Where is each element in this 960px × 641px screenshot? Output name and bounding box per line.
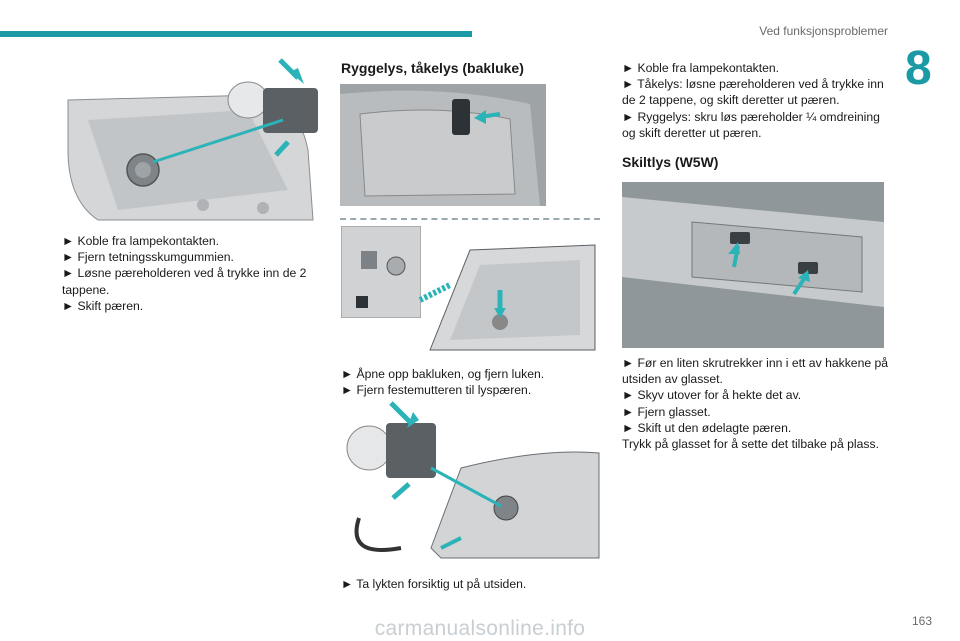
plate-lamp-figure — [622, 182, 884, 348]
step-text: ► Skift ut den ødelagte pæren. — [622, 420, 792, 435]
col1-steps: ► Koble fra lampekontakten. ► Fjern tetn… — [62, 233, 322, 314]
col3-steps-top: ► Koble fra lampekontakten. ► Tåkelys: l… — [622, 60, 892, 141]
rear-lamp-bulb-figure — [58, 50, 320, 225]
chapter-tab — [898, 38, 960, 100]
chapter-number: 8 — [905, 42, 932, 95]
nut-inset-figure — [341, 226, 421, 318]
step-text: ► Ryggelys: skru løs pæreholder ¼ omdrei… — [622, 109, 880, 140]
page-number: 163 — [911, 614, 932, 628]
figure-divider — [340, 218, 600, 220]
step-text: ► Fjern glasset. — [622, 404, 711, 419]
step-text: ► Fjern tetningsskumgummien. — [62, 250, 234, 265]
step-text: ► Tåkelys: løsne pæreholderen ved å tryk… — [622, 77, 884, 108]
lamp-unit-figure — [410, 240, 600, 355]
col3-steps-bottom: ► Før en liten skrutrekker inn i ett av … — [622, 355, 892, 452]
step-text: ► Koble fra lampekontakten. — [62, 234, 220, 248]
step-text: ► Åpne opp bakluken, og fjern luken. — [341, 367, 545, 381]
heading-license-plate-lamp: Skiltlys (W5W) — [622, 154, 719, 170]
col2-steps-b: ► Ta lykten forsiktig ut på utsiden. — [341, 576, 601, 592]
watermark: carmanualsonline.info — [374, 617, 586, 640]
step-text: Trykk på glasset for å sette det tilbake… — [622, 437, 879, 452]
heading-reversing-fog-lamp: Ryggelys, tåkelys (bakluke) — [341, 60, 524, 76]
step-text: ► Før en liten skrutrekker inn i ett av … — [622, 356, 889, 387]
step-text: ► Løsne pæreholderen ved å trykke inn de… — [62, 266, 307, 297]
col2-steps-a: ► Åpne opp bakluken, og fjern luken. ► F… — [341, 366, 601, 398]
lamp-removal-figure — [341, 398, 601, 566]
step-text: ► Skyv utover for å hekte det av. — [622, 388, 802, 403]
header-accent-bar — [0, 31, 472, 37]
tailgate-cover-figure — [340, 84, 546, 206]
step-text: ► Koble fra lampekontakten. — [622, 61, 780, 75]
step-text: ► Ta lykten forsiktig ut på utsiden. — [341, 577, 527, 591]
section-title: Ved funksjonsproblemer — [759, 24, 888, 38]
step-text: ► Fjern festemutteren til lyspæren. — [341, 383, 532, 398]
step-text: ► Skift pæren. — [62, 298, 144, 313]
